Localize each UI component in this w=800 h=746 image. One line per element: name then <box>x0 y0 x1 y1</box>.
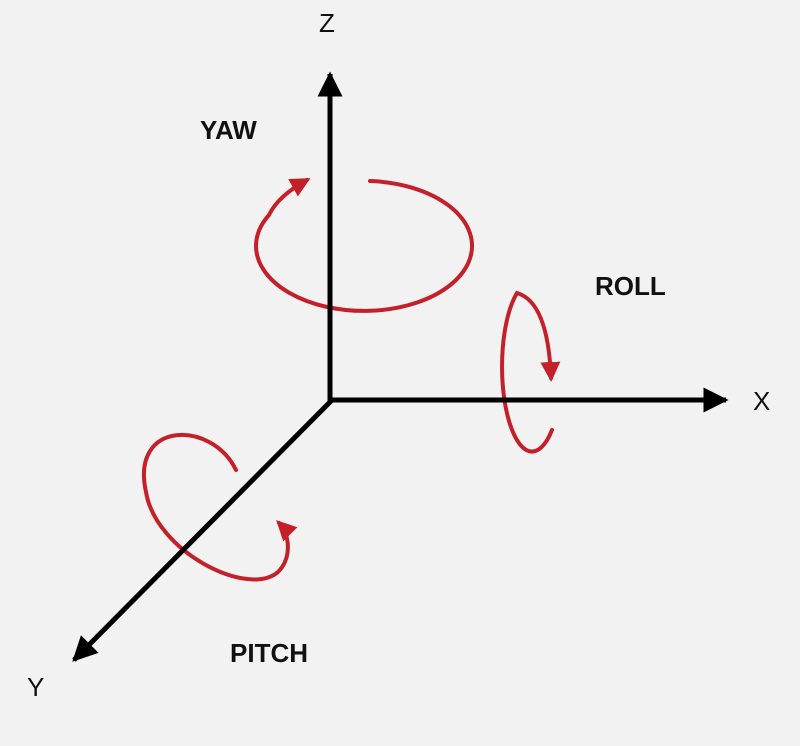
yaw-label: YAW <box>200 115 257 145</box>
roll-label: ROLL <box>595 271 666 301</box>
z-axis-label: Z <box>319 8 335 38</box>
y-axis <box>72 398 334 662</box>
pitch-rotation-arrow <box>142 432 298 582</box>
y-axis-label: Y <box>27 672 45 702</box>
pitch-label: PITCH <box>230 638 308 668</box>
x-axis-label: X <box>753 386 771 416</box>
yaw-rotation-arrow <box>254 178 475 313</box>
roll-rotation-arrow <box>500 290 561 454</box>
